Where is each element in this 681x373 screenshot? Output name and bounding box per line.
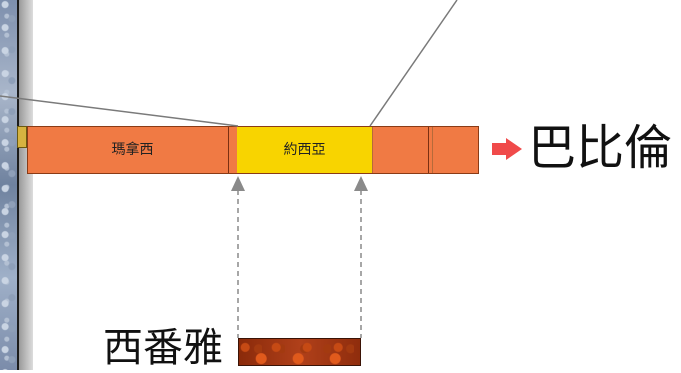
side-strip-shadow [19, 0, 33, 370]
side-strip-border [17, 0, 19, 370]
textured-side-strip [0, 0, 17, 370]
segment-divider [372, 127, 373, 173]
connector-line-right [369, 0, 458, 127]
up-arrow-icon [354, 176, 368, 191]
destination-label: 巴比倫 [528, 120, 673, 176]
segment-divider [228, 127, 229, 173]
source-texture-bar [238, 338, 361, 366]
segment-divider [428, 127, 429, 173]
connector-line-left [0, 95, 239, 127]
segment-label-josiah: 約西亞 [283, 142, 326, 158]
segment-label-manasseh: 瑪拿西 [111, 142, 154, 158]
segment-josiah [237, 127, 372, 173]
right-arrow-icon [492, 138, 522, 160]
source-label: 西番雅 [103, 325, 223, 371]
segment-divider [432, 127, 433, 173]
timeline-stub-segment [17, 126, 27, 148]
up-arrow-icon [231, 176, 245, 191]
king-timeline-bar: 瑪拿西 約西亞 [27, 126, 479, 174]
